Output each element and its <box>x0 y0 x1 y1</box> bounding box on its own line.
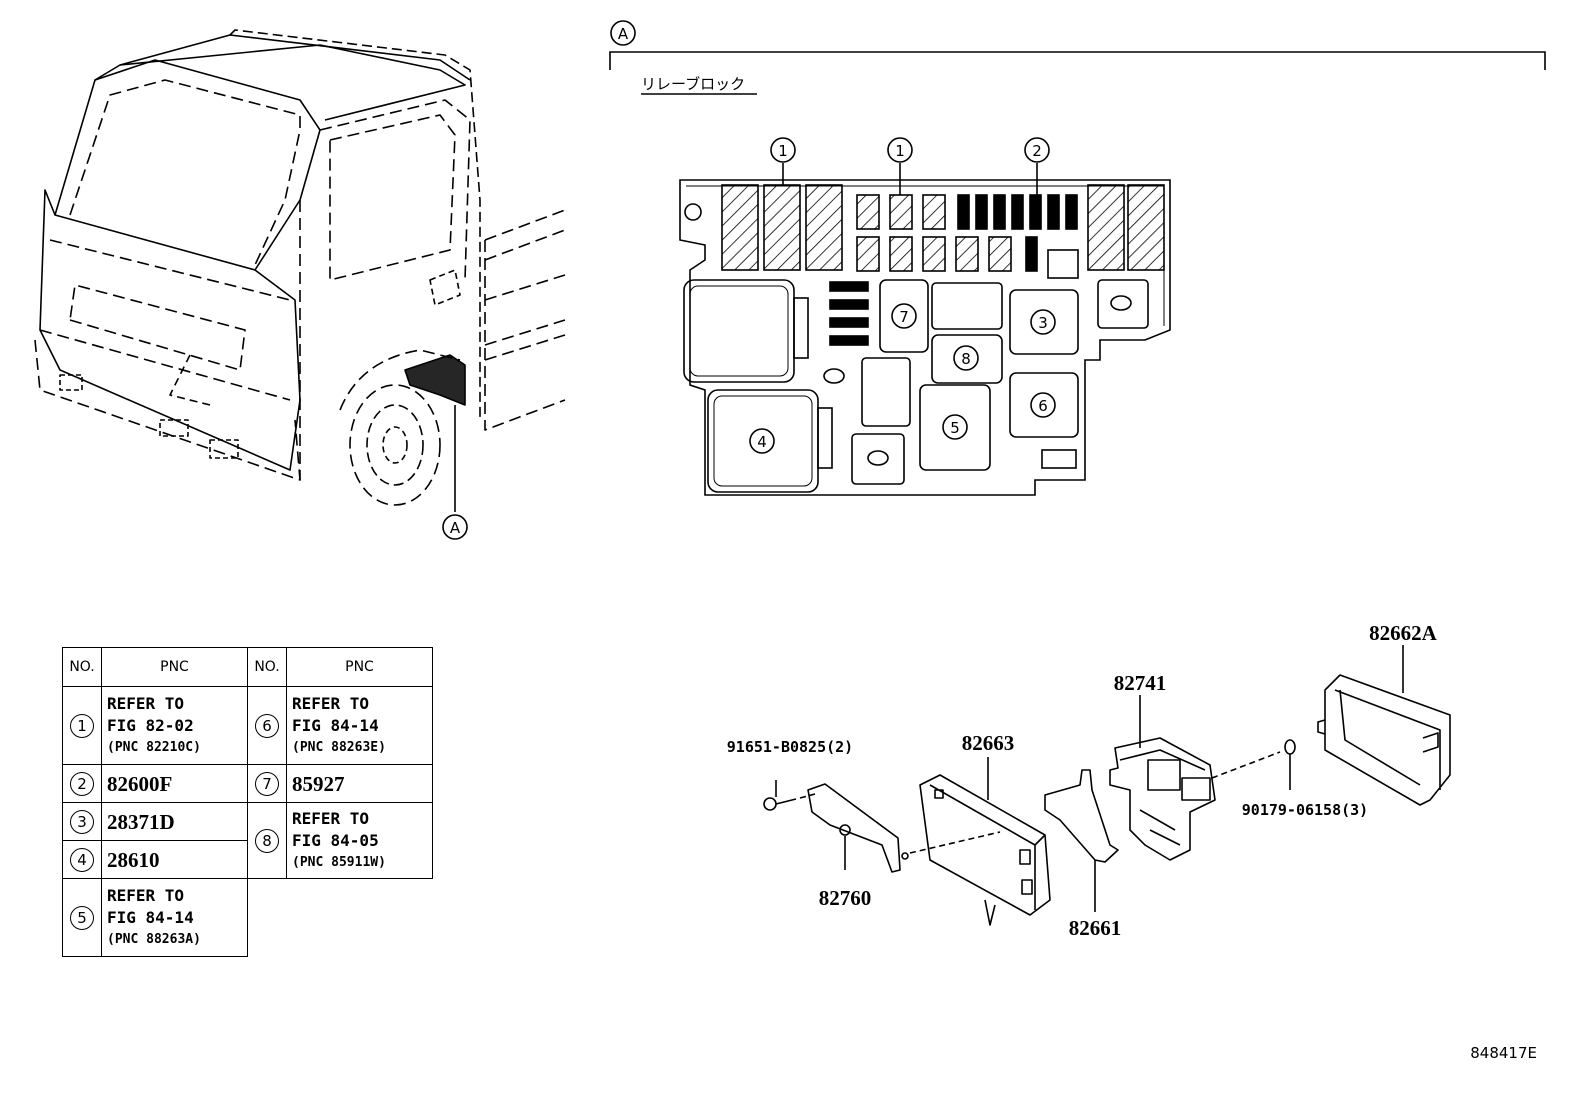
relay-marker-8-text: 8 <box>961 350 971 368</box>
relay-marker-7-text: 7 <box>899 308 909 326</box>
relay-marker-1b-text: 1 <box>895 142 905 160</box>
relay-markers <box>749 137 1056 454</box>
cover-82662A <box>1317 645 1451 806</box>
header-no-left: NO. <box>62 647 102 687</box>
relay-assembly-82741 <box>1109 695 1281 861</box>
relay-marker-1a <box>770 137 796 163</box>
callout-a-truck <box>442 514 468 540</box>
part-label-82662A: 82662A <box>1369 621 1438 645</box>
table-row-3-no: 3 <box>62 802 102 841</box>
relay-block-label: リレーブロック <box>641 75 745 93</box>
part-label-82661: 82661 <box>1069 916 1122 940</box>
table-row-4-pnc: 28610 <box>101 840 248 879</box>
relay-marker-7 <box>891 303 917 329</box>
relay-marker-1b <box>887 137 913 163</box>
table-row-4-no: 4 <box>62 840 102 879</box>
exploded-parts <box>763 645 1451 926</box>
nut-90179 <box>1284 739 1296 790</box>
relay-block-drawing <box>679 163 1171 496</box>
relay-marker-6-text: 6 <box>1038 397 1048 415</box>
relay-marker-2-text: 2 <box>1032 142 1042 160</box>
part-label-90179: 90179-06158(3) <box>1242 801 1368 819</box>
table-row-7-pnc: 85927 <box>286 764 433 803</box>
part-label-82760: 82760 <box>819 886 872 910</box>
table-row-5-no: 5 <box>62 878 102 957</box>
relay-marker-8 <box>953 345 979 371</box>
callout-a-header-text: A <box>618 25 629 43</box>
relay-marker-3 <box>1030 309 1056 335</box>
relay-marker-2 <box>1024 137 1050 163</box>
relay-marker-5-text: 5 <box>950 419 960 437</box>
figure-id: 848417E <box>1470 1044 1537 1062</box>
relay-marker-4-text: 4 <box>757 433 767 451</box>
relay-marker-1a-text: 1 <box>778 142 788 160</box>
relay-marker-5 <box>942 414 968 440</box>
table-row-1-no: 1 <box>62 686 102 765</box>
table-row-7-no: 7 <box>247 764 287 803</box>
header-pnc-right: PNC <box>286 647 433 687</box>
table-row-8-no: 8 <box>247 802 287 879</box>
truck-illustration <box>34 29 566 512</box>
relay-marker-4 <box>749 428 775 454</box>
ecu-82663 <box>919 757 1051 926</box>
screw-91651 <box>763 780 816 811</box>
part-label-91651: 91651-B0825(2) <box>727 738 853 756</box>
header-pnc-left: PNC <box>101 647 248 687</box>
callout-a-header <box>610 20 636 46</box>
relay-marker-6 <box>1030 392 1056 418</box>
part-label-82663: 82663 <box>962 731 1015 755</box>
part-label-82741: 82741 <box>1114 671 1167 695</box>
header-no-right: NO. <box>247 647 287 687</box>
relay-marker-3-text: 3 <box>1038 314 1048 332</box>
callout-a-truck-text: A <box>450 519 461 537</box>
bracket-82760 <box>807 783 1001 873</box>
table-row-3-pnc: 28371D <box>101 802 248 841</box>
bracket-82661 <box>1044 769 1119 912</box>
table-row-2-pnc: 82600F <box>101 764 248 803</box>
table-row-6-no: 6 <box>247 686 287 765</box>
table-row-2-no: 2 <box>62 764 102 803</box>
section-a-bracket <box>609 51 1546 70</box>
